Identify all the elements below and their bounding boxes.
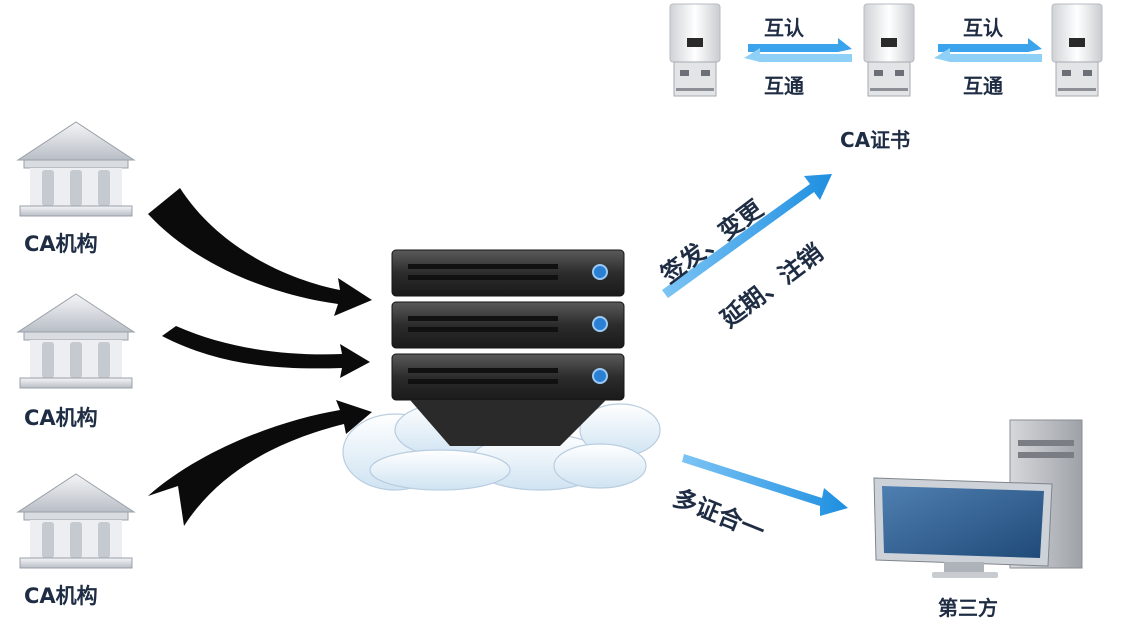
server-icon	[391, 249, 625, 446]
bank-building-icon-1	[17, 121, 135, 217]
computer-icon	[873, 419, 1083, 578]
inflow-arrow-3	[148, 400, 372, 526]
certificate-label: CA证书	[840, 128, 911, 152]
issue-arrow-icon	[662, 174, 832, 298]
merge-arrow-icon	[682, 454, 848, 516]
inflow-arrows	[148, 188, 372, 526]
ca-institution-label-2: CA机构	[24, 406, 98, 430]
usb-key-icon-3	[1051, 3, 1103, 97]
exchange-arrow-icon-1	[744, 38, 852, 62]
usb-key-icon-1	[669, 3, 721, 97]
inflow-arrow-2	[162, 326, 370, 378]
interoperability-label-2: 互通	[963, 74, 1003, 98]
bank-building-icon-3	[17, 473, 135, 569]
third-party-label: 第三方	[938, 596, 998, 620]
interoperability-label-1: 互通	[764, 74, 804, 98]
bank-building-icon-2	[17, 293, 135, 389]
exchange-arrow-icon-2	[934, 38, 1042, 62]
ca-institution-label-3: CA机构	[24, 584, 98, 608]
inflow-arrow-1	[148, 188, 372, 316]
usb-key-icon-2	[863, 3, 915, 97]
ca-institution-label-1: CA机构	[24, 232, 98, 256]
mutual-recognition-label-1: 互认	[764, 16, 804, 40]
mutual-recognition-label-2: 互认	[963, 16, 1003, 40]
